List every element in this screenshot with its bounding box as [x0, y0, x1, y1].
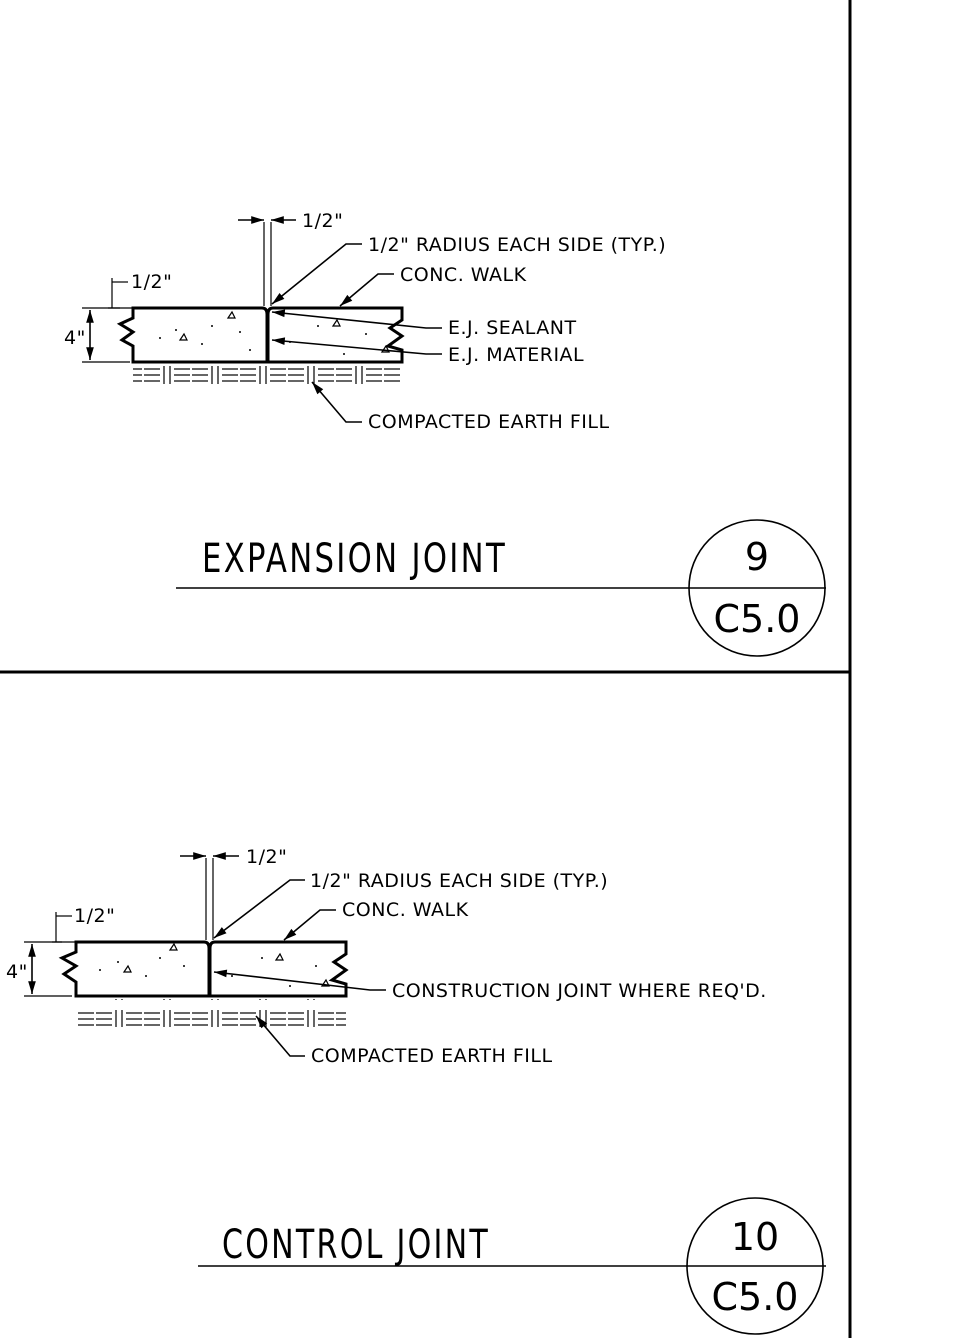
walk-label: CONC. WALK [342, 899, 469, 921]
joint-width-dim: 1/2" [302, 210, 343, 232]
material-label: E.J. MATERIAL [448, 344, 584, 366]
fill-label: COMPACTED EARTH FILL [368, 411, 610, 433]
sealant-label: E.J. SEALANT [448, 317, 577, 339]
detail-number: 9 [745, 535, 769, 579]
sheet-reference: C5.0 [714, 597, 801, 641]
detail-bubble [686, 1197, 824, 1335]
slab-right [208, 940, 349, 998]
control-joint-detail: 1/2" 1/2" 4" 1/2" RADIUS EACH SIDE (TYP.… [6, 846, 826, 1335]
concrete-aggregate [159, 310, 390, 355]
radius-dim: 1/2" [131, 271, 172, 293]
detail-title: CONTROL JOINT [222, 1222, 490, 1268]
detail-number: 10 [731, 1215, 779, 1259]
detail-title: EXPANSION JOINT [202, 536, 507, 582]
fill-label: COMPACTED EARTH FILL [311, 1045, 553, 1067]
radius-dim: 1/2" [74, 905, 115, 927]
expansion-joint-detail: 1/2" 1/2" 4" 1/2" RADIUS EACH SIDE (TYP.… [64, 210, 826, 657]
earth-fill-hatch [76, 999, 346, 1027]
radius-label: 1/2" RADIUS EACH SIDE (TYP.) [310, 870, 608, 892]
slab-right [266, 306, 405, 364]
construction-joint-label: CONSTRUCTION JOINT WHERE REQ'D. [392, 980, 767, 1002]
depth-dim: 4" [64, 327, 86, 349]
walk-label: CONC. WALK [400, 264, 527, 286]
detail-bubble [688, 519, 826, 657]
radius-label: 1/2" RADIUS EACH SIDE (TYP.) [368, 234, 666, 256]
depth-dim: 4" [6, 961, 28, 983]
sheet-reference: C5.0 [712, 1275, 799, 1319]
slab-left [58, 940, 211, 998]
slab-left [116, 306, 269, 364]
earth-fill-hatch [133, 365, 402, 393]
concrete-aggregate [99, 942, 330, 987]
joint-width-dim: 1/2" [246, 846, 287, 868]
